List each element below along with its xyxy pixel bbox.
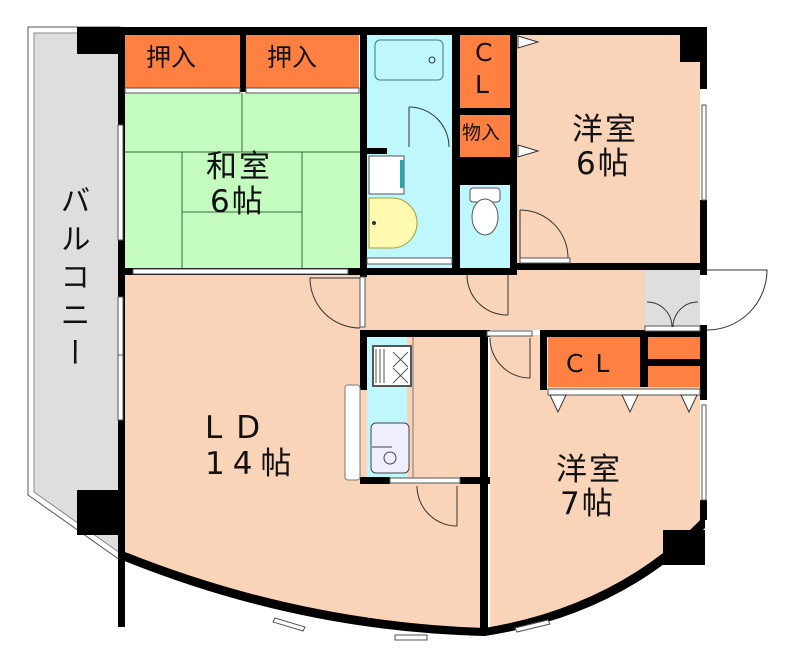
toilet-icon: [469, 187, 501, 236]
washitsu-name: 和室: [206, 149, 272, 185]
washitsu-size: 6帖: [210, 184, 265, 220]
washitsu-floor: [125, 93, 360, 268]
youshitsu-1-floor: [517, 35, 700, 263]
balcony-label: バルコニー: [54, 185, 90, 375]
youshitsu-1-size: 6帖: [576, 146, 631, 182]
stove-icon: [372, 345, 412, 387]
door-swings: [309, 106, 768, 527]
washbasin-icon: [368, 197, 418, 249]
balcony-area: [27, 26, 121, 561]
closet-top-label-c: C: [475, 38, 493, 67]
oshiire-1-floor: [125, 35, 240, 88]
windows: [117, 87, 707, 641]
closet-door-markers: [517, 35, 698, 414]
closet-bottom-floor: [548, 337, 640, 387]
monoire-label: 物入: [462, 122, 501, 144]
entrance-floor: [645, 270, 700, 330]
monoire-floor: [460, 115, 510, 157]
oshiire-1-label: 押入: [146, 43, 197, 72]
youshitsu-2-floor: [490, 335, 700, 628]
washing-machine-icon: [368, 155, 405, 195]
ld-name: LD: [205, 410, 275, 446]
closet-bottom-side-1: [648, 337, 700, 359]
closet-bottom-label: CL: [566, 349, 622, 378]
closet-top-floor: [460, 35, 510, 108]
youshitsu-2-name: 洋室: [556, 452, 622, 488]
youshitsu-1-name: 洋室: [572, 112, 638, 148]
closet-top-label-l: L: [475, 70, 489, 99]
ld-size: 14帖: [205, 446, 300, 482]
closet-bottom-side-2: [648, 366, 700, 387]
youshitsu-2-size: 7帖: [560, 486, 615, 522]
bathtub-icon: [374, 39, 444, 81]
oshiire-2-label: 押入: [267, 43, 318, 72]
sink-icon: [370, 422, 410, 474]
oshiire-2-floor: [246, 35, 359, 88]
kitchen-counter: [344, 384, 361, 481]
hallway-floor: [360, 270, 645, 330]
